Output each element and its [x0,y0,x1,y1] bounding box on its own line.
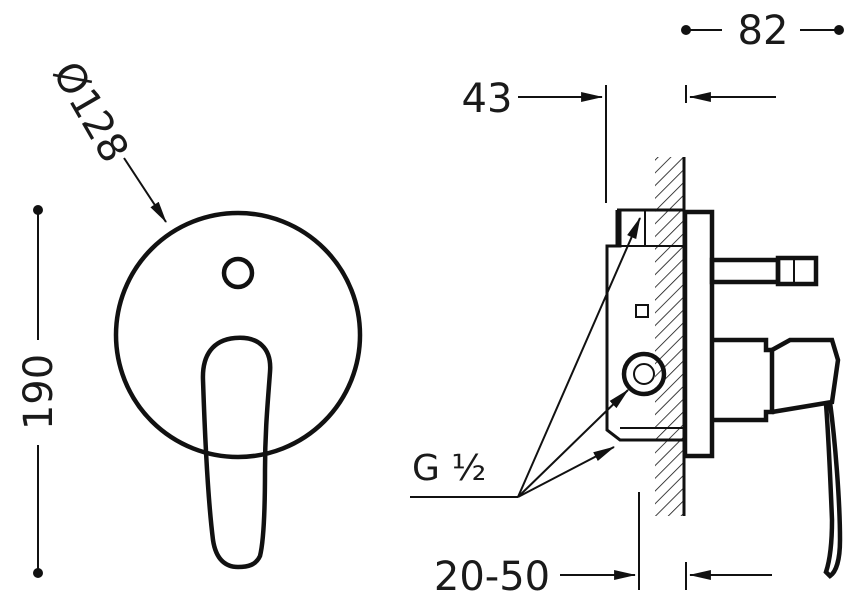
thread-label: G ½ [412,448,486,489]
height-dimension: 190 [16,205,62,578]
diameter-label: Ø128 [43,54,137,170]
lever-side [712,337,843,579]
side-view: G ½ 82 43 20-50 [410,8,844,600]
valve-body [605,208,685,442]
flange-plate [682,209,715,459]
front-view: 190 Ø128 [16,54,363,578]
height-label: 190 [16,354,62,430]
wall-range-dimension: 20-50 [434,492,772,600]
cover-plate [113,210,363,460]
wall-section [655,157,684,516]
thread-leaders: G ½ [410,216,641,498]
diverter-spindle [709,255,819,287]
lever-handle [200,335,273,570]
diverter-knob [221,256,255,290]
body-depth-label: 43 [462,76,513,122]
wall-range-label: 20-50 [434,554,550,600]
body-depth-dimension: 43 [462,76,776,203]
total-depth-label: 82 [738,8,789,54]
total-depth-dimension: 82 [681,8,844,54]
diameter-dimension: Ø128 [43,54,167,223]
